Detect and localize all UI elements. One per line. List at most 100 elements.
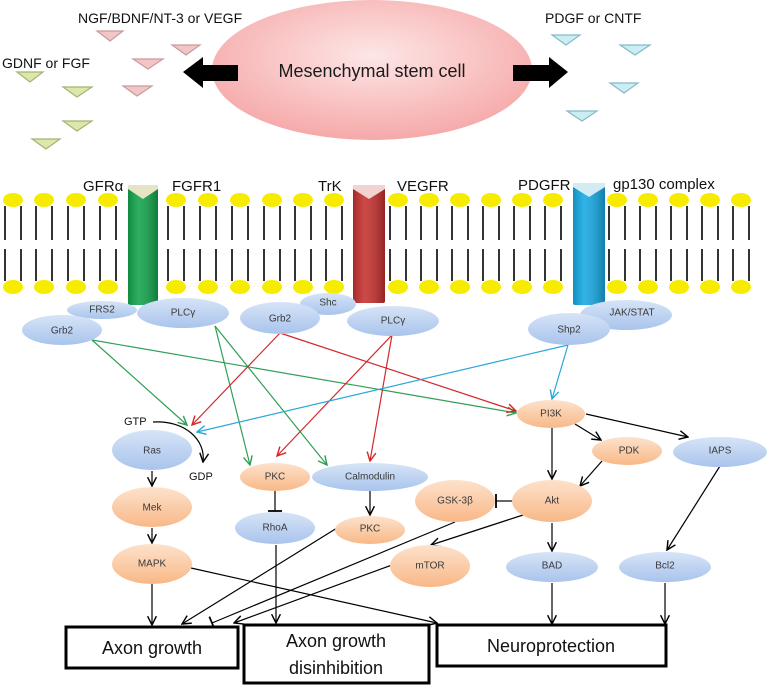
lipid-head: [700, 193, 720, 207]
node-ellipse: [112, 430, 192, 470]
edge-shp2-to-pi3k: [552, 344, 569, 399]
node-ellipse: [112, 544, 192, 584]
receptor-red: [353, 185, 385, 303]
node-label: RhoA: [262, 523, 287, 534]
lipid-head: [293, 193, 313, 207]
node-ellipse: [312, 463, 428, 491]
edge-mapk-to-neuroprotection: [190, 567, 437, 623]
node-calmodulin: Calmodulin: [312, 463, 428, 491]
edge-plcg-to-calmodulin: [214, 325, 327, 465]
node-label: Bcl2: [655, 561, 675, 572]
node-label: MAPK: [138, 559, 167, 570]
node-label: Shc: [319, 298, 336, 309]
node-label: FRS2: [89, 305, 115, 316]
node-pdk: PDK: [592, 437, 662, 465]
lipid-head: [512, 280, 532, 294]
ligand-triangle: [95, 30, 125, 42]
secretion-arrow-right-icon: [513, 57, 568, 88]
lipid-head: [669, 280, 689, 294]
node-ellipse: [390, 545, 470, 587]
node-label: Ras: [143, 446, 161, 457]
node-ellipse: [415, 480, 495, 522]
node-label: Akt: [545, 496, 560, 507]
receptor-label-gp130: gp130 complex: [613, 176, 715, 193]
node-ellipse: [235, 512, 315, 544]
lipid-head: [166, 193, 186, 207]
node-pkc-a: PKC: [240, 463, 310, 491]
edge-plcg-to-pkc: [277, 334, 393, 456]
node-mtor: mTOR: [390, 545, 470, 587]
node-label: Grb2: [269, 314, 292, 325]
lipid-head: [638, 280, 658, 294]
node-label: Shp2: [557, 325, 581, 336]
node-label: Calmodulin: [345, 472, 395, 483]
lipid-head: [198, 280, 218, 294]
node-ellipse: [112, 487, 192, 527]
lipid-head: [543, 193, 563, 207]
node-grb2-b: Grb2: [240, 302, 320, 334]
edge-gsk3b-inhibits-axon-growth: [208, 521, 456, 630]
node-ellipse: [240, 302, 320, 334]
receptor-label-gfra: GFRα: [83, 178, 124, 195]
outcome-axon-growth: Axon growth: [64, 625, 240, 670]
lipid-head: [66, 280, 86, 294]
lipid-head: [481, 193, 501, 207]
edge-grb2-to-ras: [192, 332, 281, 425]
outcome-label-line1: Axon growth: [286, 631, 386, 651]
lipid-head: [324, 280, 344, 294]
node-ellipse: [673, 437, 767, 467]
lipid-head: [450, 280, 470, 294]
receptor-green: [128, 185, 158, 305]
lipid-head: [230, 193, 250, 207]
node-label: Grb2: [51, 326, 74, 337]
node-label: mTOR: [415, 561, 444, 572]
edge-plcg-to-pkc: [214, 325, 250, 465]
node-plcg-b: PLCγ: [347, 306, 439, 336]
node-label: PI3K: [540, 409, 562, 420]
lipid-head: [450, 193, 470, 207]
gtp-label: GTP: [124, 416, 147, 428]
edge-grb2-to-pi3k: [279, 332, 516, 411]
ligand-triangle: [61, 86, 94, 98]
lipid-head: [481, 280, 501, 294]
node-ellipse: [300, 293, 356, 315]
outcome-label: Axon growth: [102, 638, 202, 658]
lipid-head: [388, 193, 408, 207]
node-pi3k: PI3K: [517, 400, 585, 428]
node-iaps: IAPS: [673, 437, 767, 467]
node-ellipse: [512, 480, 592, 522]
lipid-head: [388, 280, 408, 294]
edge-pdk-to-akt: [580, 460, 603, 486]
gdp-label: GDP: [189, 471, 213, 483]
lipid-head: [3, 193, 23, 207]
lipid-head: [638, 193, 658, 207]
ligand-label-gdnf-fgf: GDNF or FGF: [2, 55, 90, 71]
lipid-head: [34, 280, 54, 294]
node-shc: Shc: [300, 293, 356, 315]
node-label: IAPS: [709, 446, 732, 457]
lipid-head: [230, 280, 250, 294]
lipid-head: [66, 193, 86, 207]
node-label: BAD: [542, 561, 563, 572]
edge-plcg-to-calmodulin: [370, 334, 393, 461]
node-akt: Akt: [512, 480, 592, 522]
lipid-head: [262, 280, 282, 294]
node-gsk3b: GSK-3β: [415, 480, 495, 522]
node-label: GSK-3β: [437, 496, 473, 507]
lipid-head: [324, 193, 344, 207]
edge-pkc-to-axon-growth: [182, 527, 338, 624]
node-bad: BAD: [506, 552, 598, 582]
node-ellipse: [517, 400, 585, 428]
ligand-label-neurotrophins: NGF/BDNF/NT-3 or VEGF: [78, 10, 242, 26]
node-grb2-a: Grb2: [22, 315, 102, 345]
node-ras: Ras: [112, 430, 192, 470]
ligand-label-pdgf-cntf: PDGF or CNTF: [545, 10, 641, 26]
node-label: Mek: [143, 503, 163, 514]
lipid-head: [293, 280, 313, 294]
receptor-label-trk: TrK: [318, 178, 342, 195]
receptor-label-vegfr: VEGFR: [397, 178, 449, 195]
lipid-head: [3, 280, 23, 294]
node-ellipse: [528, 313, 610, 345]
outcome-label-line2: disinhibition: [289, 658, 383, 678]
